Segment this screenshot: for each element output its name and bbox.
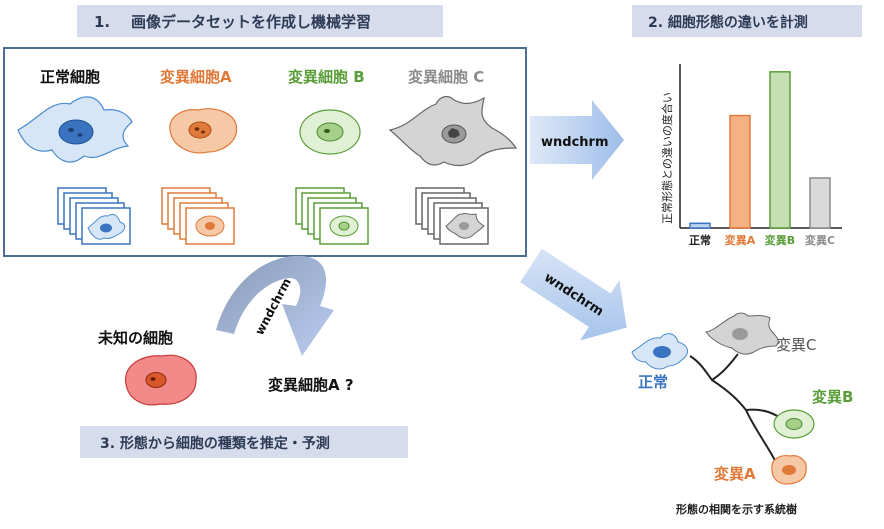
normal-cell-illustration bbox=[17, 96, 133, 163]
step2-title-band bbox=[632, 5, 862, 37]
tree-variant-a-cell bbox=[771, 455, 807, 485]
step1-title: 画像データセットを作成し機械学習 bbox=[131, 13, 371, 31]
bar-2 bbox=[769, 71, 791, 229]
curved-arrow-predict: wndchrm bbox=[216, 255, 334, 356]
bar-label-2: 変異B bbox=[765, 233, 795, 247]
step1-number: 1. bbox=[94, 13, 110, 31]
bar-label-1: 変異A bbox=[725, 233, 756, 247]
tree-label-variant-b: 変異B bbox=[812, 388, 853, 406]
tree-label-variant-a: 変異A bbox=[714, 465, 756, 483]
step3-title-band bbox=[80, 426, 408, 458]
variant-c-image-stack bbox=[415, 187, 489, 245]
variant-a-cell-illustration bbox=[169, 108, 238, 154]
variant-a-image-stack bbox=[161, 187, 235, 245]
arrow-to-tree: wndchrm bbox=[520, 248, 627, 341]
bar-label-0: 正常 bbox=[689, 233, 711, 247]
tree-label-normal: 正常 bbox=[638, 373, 668, 391]
arrow-label-right: wndchrm bbox=[541, 135, 609, 150]
tree-normal-cell bbox=[631, 333, 689, 370]
label-variant-b: 変異細胞 B bbox=[288, 68, 365, 86]
variant-b-image-stack bbox=[295, 187, 369, 245]
tree-caption: 形態の相関を示す系統樹 bbox=[676, 502, 797, 516]
unknown-cell-label: 未知の細胞 bbox=[97, 329, 173, 347]
step1-title-band bbox=[77, 5, 443, 37]
bar-0 bbox=[689, 222, 711, 229]
dataset-frame bbox=[3, 47, 527, 257]
arrow-to-measurement: wndchrm bbox=[530, 100, 624, 180]
tree-variant-c-cell bbox=[705, 312, 779, 355]
normal-image-stack bbox=[57, 187, 131, 245]
bar-1 bbox=[729, 114, 751, 229]
y-axis-label: 正常形態との違いの度合い bbox=[660, 92, 674, 224]
tree-label-variant-c: 変異C bbox=[776, 336, 816, 354]
phylogenetic-tree: 正常 変異C 変異B 変異A 形態の相関を示す系統樹 bbox=[631, 312, 853, 516]
bar-3 bbox=[809, 177, 831, 229]
prediction-label: 変異細胞A ? bbox=[268, 376, 354, 394]
unknown-cell-illustration bbox=[124, 354, 197, 406]
step2-title: 2. 細胞形態の違いを計測 bbox=[648, 14, 808, 31]
bar-label-3: 変異C bbox=[805, 233, 835, 247]
step3-title: 3. 形態から細胞の種類を推定・予測 bbox=[100, 435, 330, 452]
label-normal-cell: 正常細胞 bbox=[40, 68, 100, 86]
difference-bar-chart: 正常形態との違いの度合い 正常変異A 変異B 変異C bbox=[660, 64, 842, 247]
variant-b-cell-illustration bbox=[299, 109, 361, 155]
label-variant-a: 変異細胞A bbox=[160, 68, 232, 86]
label-variant-c: 変異細胞 C bbox=[408, 68, 484, 86]
variant-c-cell-illustration bbox=[388, 95, 518, 167]
tree-variant-b-cell bbox=[773, 409, 815, 439]
